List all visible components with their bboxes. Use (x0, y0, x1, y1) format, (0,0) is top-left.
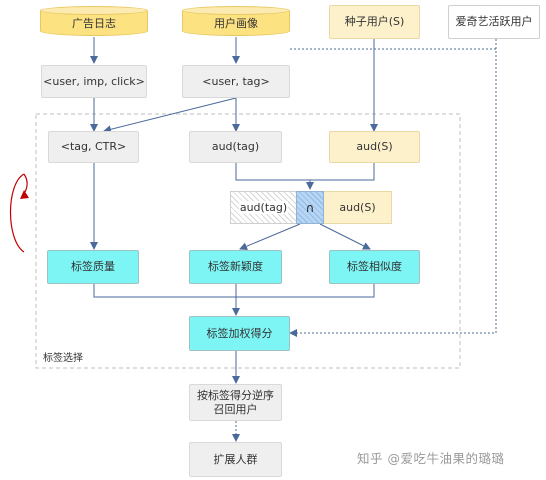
source-iqiyi-active-users: 爱奇艺活跃用户 (448, 5, 540, 39)
arrow-intersection-to-novelty (239, 223, 301, 250)
arrow-auds-to-intersection (310, 163, 375, 181)
arrow-intersection-to-similarity (319, 223, 371, 250)
iteration-loop-arrow (9, 173, 25, 253)
metric-tag-similarity: 标签相似度 (329, 250, 420, 284)
arrow-tag-to-ctr (103, 97, 237, 134)
merge-similarity (236, 284, 375, 298)
metric-tag-weighted-score: 标签加权得分 (189, 316, 290, 351)
metric-tag-novelty: 标签新颖度 (189, 250, 282, 284)
audience-seed-part: aud(S) (324, 191, 392, 224)
metric-tag-quality: 标签质量 (47, 250, 139, 284)
iteration-loop-tail (23, 173, 28, 193)
source-seed-users: 种子用户(S) (329, 5, 420, 39)
tuple-tag-ctr: <tag, CTR> (48, 131, 139, 163)
audience-tag: aud(tag) (189, 131, 282, 163)
tuple-user-imp-click: <user, imp, click> (41, 65, 147, 98)
dotted-active-to-weighted (289, 39, 497, 337)
merge-quality (93, 284, 236, 298)
tag-selection-group-frame (35, 113, 461, 369)
group-label-tag-selection: 标签选择 (43, 353, 83, 364)
watermark: 知乎 @爱吃牛油果的璐璐 (357, 451, 505, 466)
iteration-loop-arrowhead (20, 190, 29, 199)
source-user-profile: 用户画像 (182, 6, 290, 36)
intersection-symbol: ∩ (296, 191, 324, 224)
audience-seed: aud(S) (329, 131, 420, 163)
step-recall-users-by-score: 按标签得分逆序 召回用户 (189, 384, 282, 421)
step-expand-crowd: 扩展人群 (189, 442, 282, 477)
audience-tag-part: aud(tag) (230, 191, 296, 224)
source-ad-log: 广告日志 (40, 6, 148, 36)
tuple-user-tag: <user, tag> (182, 65, 290, 98)
arrow-audtag-to-intersection (235, 163, 314, 190)
